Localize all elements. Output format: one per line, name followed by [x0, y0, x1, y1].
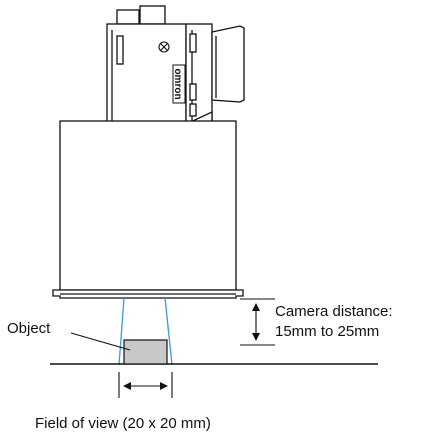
camera-distance-dimension [240, 298, 275, 346]
brand-text: omron [172, 68, 183, 99]
camera-slot [116, 35, 124, 65]
object-leader-line [70, 332, 131, 351]
camera-distance-label-line2: 15mm to 25mm [275, 323, 379, 340]
view-cone-right [164, 297, 173, 366]
field-of-view-dimension [118, 372, 173, 398]
camera-distance-label-line1: Camera distance: [275, 303, 393, 320]
light-box-body [59, 120, 237, 291]
camera-connector-left [116, 9, 140, 25]
camera-cable-connector [211, 25, 245, 103]
object-label: Object [7, 320, 51, 337]
field-of-view-label: Field of view (20 x 20 mm) [35, 415, 211, 432]
camera-connector-right [139, 5, 166, 25]
light-box [52, 120, 244, 299]
object [123, 339, 168, 365]
circled-x-icon [158, 41, 170, 53]
view-cone-left [118, 297, 125, 366]
view-cone [118, 297, 173, 366]
brand-logo: omron [172, 64, 186, 104]
